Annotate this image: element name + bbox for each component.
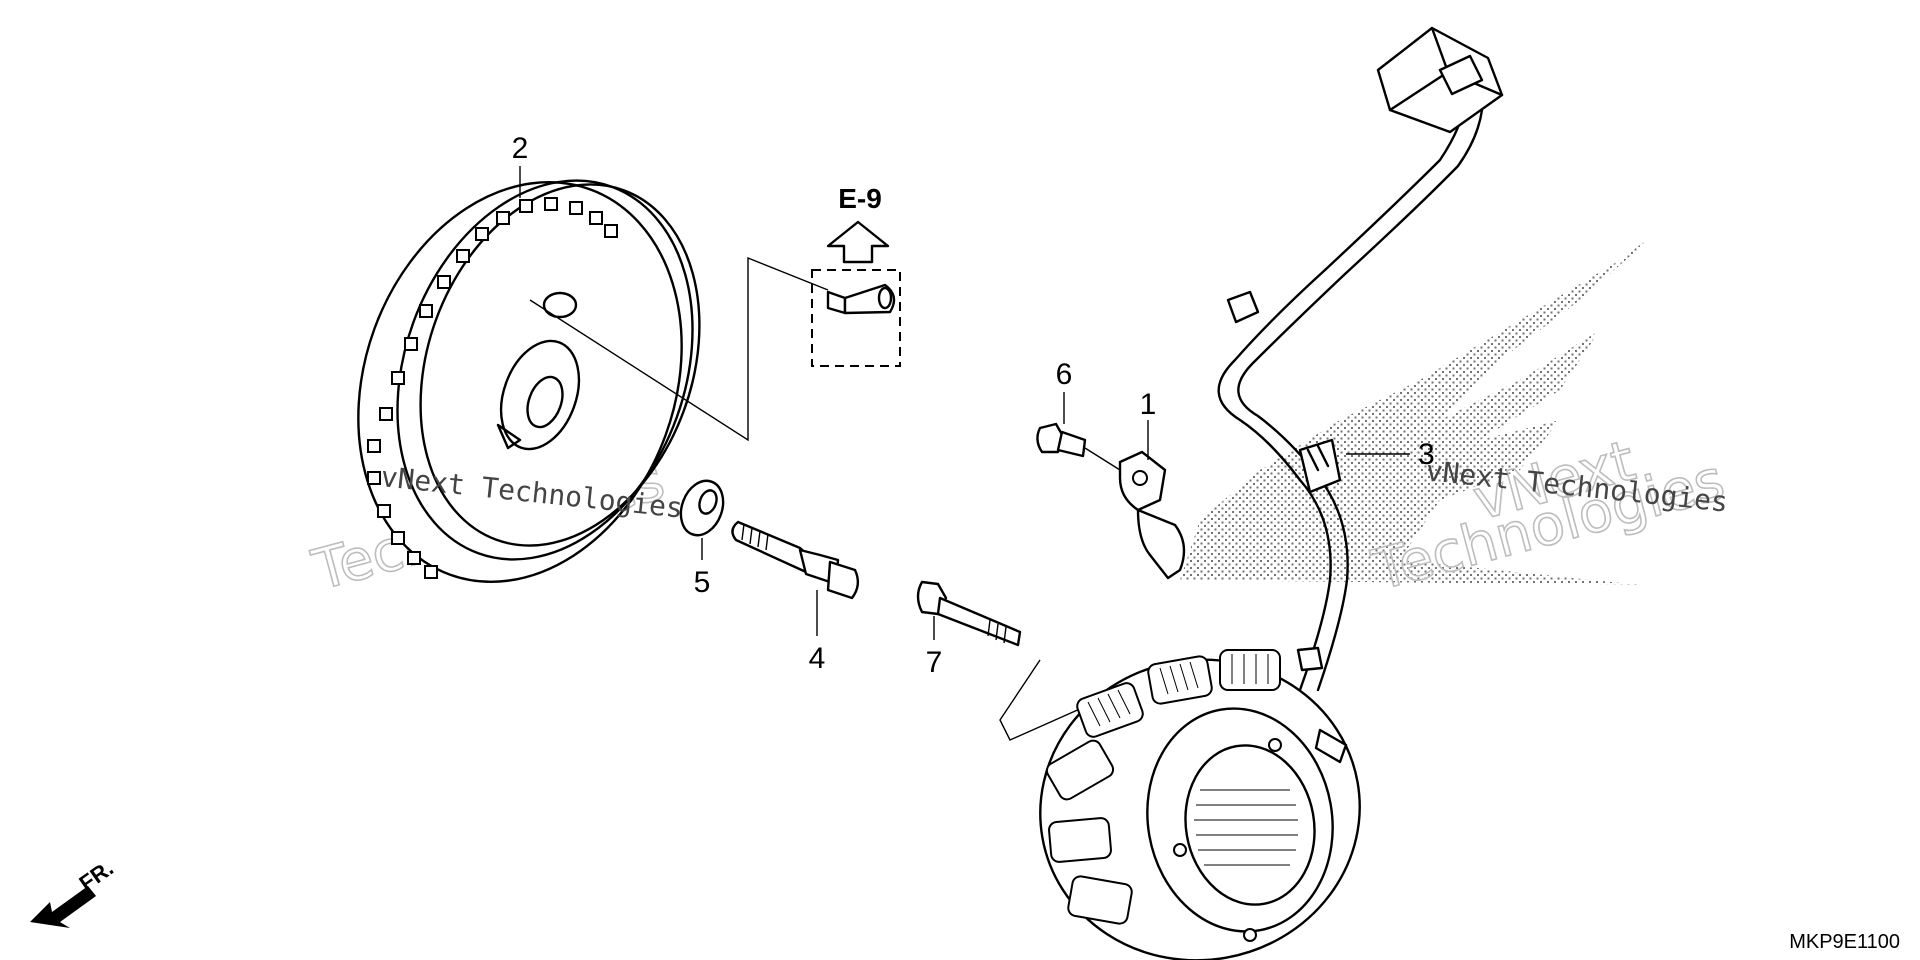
callout-2: 2 [512, 132, 529, 165]
front-direction-arrow-icon [30, 886, 96, 928]
stator-bolt [916, 580, 1022, 647]
callout-4: 4 [809, 642, 826, 675]
bracket [1118, 450, 1186, 580]
callout-6: 6 [1056, 358, 1073, 391]
leader-rotor-bolt [529, 256, 829, 442]
flywheel-bolt [731, 520, 860, 600]
washer [679, 479, 725, 537]
leader-small-bolt [1084, 447, 1121, 471]
wire-harness [1217, 26, 1504, 764]
stator-coil [1039, 649, 1361, 960]
wing-logo-pattern [1180, 230, 1660, 585]
callout-3: 3 [1418, 438, 1435, 471]
figure-code: MKP9E1100 [1789, 931, 1900, 953]
callout-1: 1 [1140, 388, 1157, 421]
flywheel-rotor [357, 179, 701, 583]
leader-stator-bolt [999, 659, 1101, 741]
front-direction-label: FR. [75, 855, 118, 896]
callout-7: 7 [926, 646, 943, 679]
reference-label: E-9 [838, 183, 882, 214]
reference-arrow [826, 220, 890, 264]
callout-5: 5 [694, 566, 711, 599]
small-bolt [1036, 422, 1087, 458]
reference-box [811, 269, 901, 367]
